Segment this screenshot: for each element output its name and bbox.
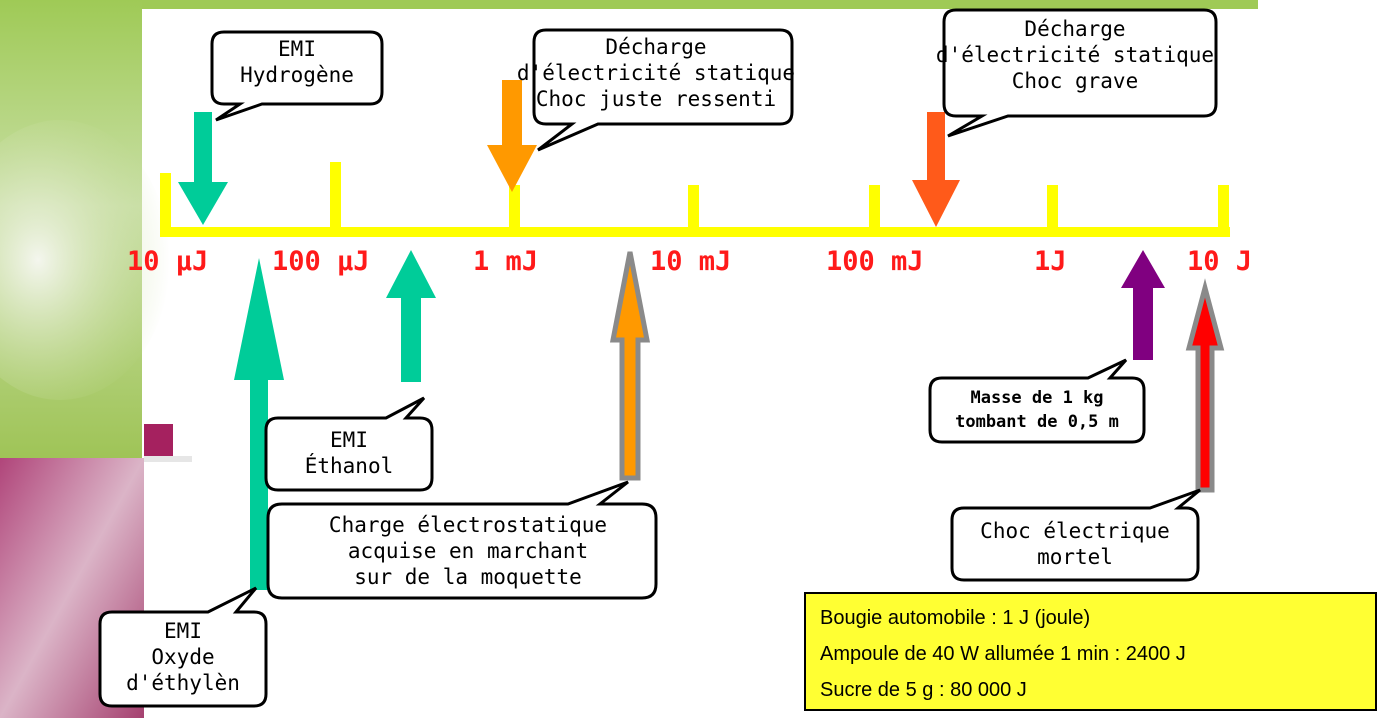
bubble-decharge-ressenti-line2: d'électricité statique: [517, 61, 795, 85]
scale-label-10mJ: 10 mJ: [650, 246, 731, 277]
arrow-emi-hydrogene: [178, 112, 228, 225]
bubble-charge-moquette: Charge électrostatique acquise en marcha…: [266, 480, 658, 600]
reference-energy-box: Bougie automobile : 1 J (joule) Ampoule …: [804, 592, 1377, 711]
bubble-emi-ethanol-line1: EMI: [330, 428, 368, 452]
bubble-emi-hydrogene: EMI Hydrogène: [210, 30, 384, 122]
bubble-masse-shape: [928, 358, 1146, 444]
arrows: [178, 80, 1225, 590]
bubble-emi-oxyde-line2: Oxyde: [151, 645, 214, 669]
bubble-decharge-grave-shape: [942, 8, 1218, 138]
scale-label-1mJ: 1 mJ: [473, 246, 538, 277]
bubble-choc-mortel: Choc électrique mortel: [950, 488, 1201, 582]
scale-tick-100uJ: [330, 162, 341, 237]
bubble-decharge-grave-line3: Choc grave: [1012, 69, 1138, 93]
scale-tick-10mJ: [688, 185, 699, 237]
bubble-decharge-grave: Décharge d'électricité statique Choc gra…: [936, 8, 1218, 138]
bubble-masse-line1: Masse de 1 kg: [970, 388, 1103, 408]
top-green-bar: [140, 0, 1258, 9]
bubble-emi-hydrogene-line2: Hydrogène: [240, 63, 354, 87]
speech-bubbles: EMI Hydrogène Décharge d'électricité sta…: [98, 8, 1218, 708]
bubble-decharge-ressenti-line3: Choc juste ressenti: [536, 87, 776, 111]
bubble-decharge-grave-line1: Décharge: [1024, 17, 1125, 41]
bubble-charge-moquette-line2: acquise en marchant: [348, 539, 588, 563]
reference-line-ampoule: Ampoule de 40 W allumée 1 min : 2400 J: [820, 643, 1186, 665]
bubble-emi-ethanol: EMI Éthanol: [264, 396, 434, 492]
bubble-masse-line2: tombant de 0,5 m: [955, 412, 1119, 432]
bubble-emi-oxyde-line1: EMI: [164, 619, 202, 643]
small-purple-square: [144, 424, 173, 456]
bubble-emi-ethanol-line2: Éthanol: [305, 453, 394, 478]
bubble-decharge-ressenti-shape: [532, 28, 794, 152]
scale-label-10uJ: 10 µJ: [127, 246, 208, 277]
arrow-emi-ethanol: [386, 250, 436, 382]
arrow-emi-oxyde: [234, 258, 284, 590]
arrow-choc-grave: [912, 112, 960, 227]
bubble-charge-moquette-shape: [266, 480, 658, 600]
arrow-choc-mortel: [1185, 278, 1225, 493]
scale-tick-10J: [1218, 185, 1229, 237]
bubble-choc-mortel-shape: [950, 488, 1201, 582]
bubble-decharge-grave-line2: d'électricité statique: [936, 43, 1214, 67]
bubble-charge-moquette-line3: sur de la moquette: [354, 565, 582, 589]
scale-label-100uJ: 100 µJ: [272, 246, 370, 277]
small-grey-line: [144, 456, 192, 462]
bubble-charge-moquette-line1: Charge électrostatique: [329, 513, 607, 537]
scale-tick-1J: [1047, 185, 1058, 237]
scale-tick-10uJ: [160, 173, 171, 237]
bubble-decharge-ressenti: Décharge d'électricité statique Choc jus…: [517, 28, 795, 152]
bubble-emi-oxyde-line3: d'éthylèn: [126, 671, 240, 695]
bubble-emi-oxyde-shape: [98, 586, 268, 708]
bubble-emi-hydrogene-line1: EMI: [278, 37, 316, 61]
bubble-choc-mortel-line2: mortel: [1037, 545, 1113, 569]
arrow-masse: [1121, 250, 1165, 360]
bubble-decharge-ressenti-line1: Décharge: [605, 35, 706, 59]
reference-line-bougie: Bougie automobile : 1 J (joule): [820, 607, 1091, 629]
scale-label-100mJ: 100 mJ: [826, 246, 924, 277]
bubble-emi-ethanol-shape: [264, 396, 434, 492]
bubble-masse: Masse de 1 kg tombant de 0,5 m: [928, 358, 1146, 444]
bubble-choc-mortel-line1: Choc électrique: [980, 519, 1170, 543]
bubble-emi-hydrogene-shape: [210, 30, 384, 122]
reference-line-sucre: Sucre de 5 g : 80 000 J: [820, 679, 1027, 701]
scale-tick-100mJ: [869, 185, 880, 237]
scale-label-10J: 10 J: [1187, 246, 1252, 277]
left-mist: [0, 120, 170, 400]
scale-label-1J: 1J: [1034, 246, 1067, 277]
bubble-emi-oxyde: EMI Oxyde d'éthylèn: [98, 586, 268, 708]
energy-scale-bar: 10 µJ 100 µJ 1 mJ 10 mJ 100 mJ 1J 10 J: [127, 162, 1252, 277]
scale-tick-1mJ: [509, 185, 520, 237]
arrow-choc-ressenti: [487, 80, 537, 192]
arrow-charge-moquette: [609, 251, 651, 481]
